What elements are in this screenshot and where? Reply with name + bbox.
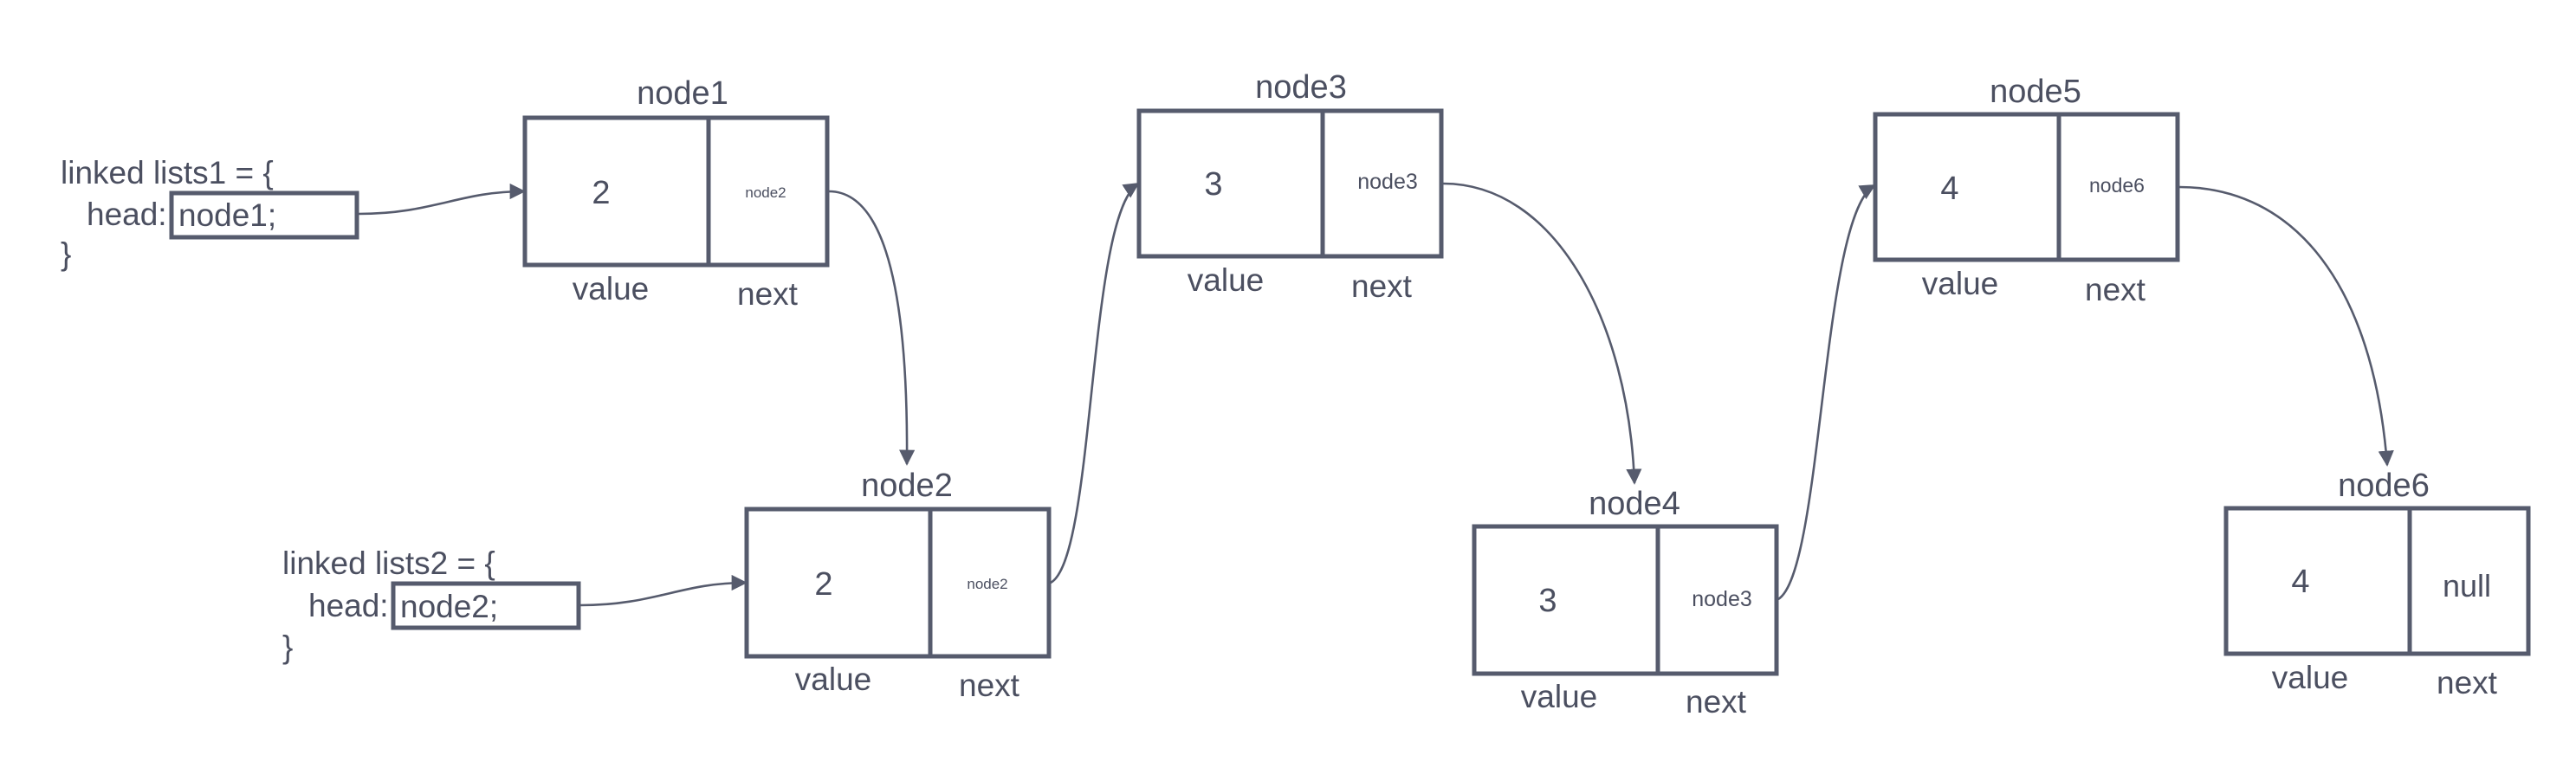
node-4: node4 3 node3 value next xyxy=(1472,486,1779,720)
arrow-node3-to-node4 xyxy=(1442,182,1642,485)
node-4-value-label: value xyxy=(1521,679,1597,714)
node-2-next: node2 xyxy=(967,576,1007,592)
node-4-value-cell xyxy=(1472,524,1660,676)
node-3-next-label: next xyxy=(1351,268,1413,304)
node-2-next-label: next xyxy=(959,668,1020,703)
list2-declaration: linked lists2 = { head: node2; } xyxy=(282,545,581,665)
node-6-next: null xyxy=(2443,568,2491,604)
list1-head-field xyxy=(169,190,359,240)
node-6-next-label: next xyxy=(2437,665,2498,700)
list1-head-key: head: xyxy=(87,197,167,232)
node-4-value: 3 xyxy=(1538,583,1557,619)
arrow-node4-to-node5 xyxy=(1777,184,1876,601)
node-3-next: node3 xyxy=(1357,170,1418,194)
arrow-node5-to-node6 xyxy=(2178,185,2394,467)
node-5-value-label: value xyxy=(1922,266,1998,301)
node-1-value-cell xyxy=(522,115,711,268)
list2-head-key: head: xyxy=(308,588,389,623)
node-6-title: node6 xyxy=(2338,468,2430,504)
node-3-title: node3 xyxy=(1255,69,1347,106)
node-2: node2 2 node2 value next xyxy=(744,468,1052,703)
node-1-value: 2 xyxy=(592,175,610,211)
node-6-next-cell xyxy=(2407,506,2531,656)
node-5-value: 4 xyxy=(1940,171,1958,207)
node-5-next-cell xyxy=(2056,112,2180,262)
node-1-next-cell xyxy=(706,115,830,268)
node-4-next: node3 xyxy=(1692,587,1752,611)
node-5-next: node6 xyxy=(2089,174,2145,197)
node-1-title: node1 xyxy=(637,75,728,112)
node-4-title: node4 xyxy=(1589,486,1680,522)
node-3-value-cell xyxy=(1136,108,1325,259)
node-2-title: node2 xyxy=(861,468,953,504)
node-3-next-cell xyxy=(1320,108,1444,259)
node-5-next-label: next xyxy=(2085,272,2146,307)
arrow-node2-to-node3 xyxy=(1050,182,1140,584)
list2-close-brace: } xyxy=(282,629,293,665)
node-2-value-label: value xyxy=(795,662,871,697)
node-1-next-label: next xyxy=(737,276,799,312)
node-6: node6 4 null value next xyxy=(2223,468,2531,700)
list1-close-brace: } xyxy=(61,236,71,272)
node-3: node3 3 node3 value next xyxy=(1136,69,1444,304)
list2-open-line: linked lists2 = { xyxy=(282,545,495,581)
node-5-title: node5 xyxy=(1990,74,2081,110)
node-3-value-label: value xyxy=(1188,262,1264,298)
node-6-value: 4 xyxy=(2291,564,2309,600)
arrow-node1-to-node2 xyxy=(828,190,916,466)
list1-open-line: linked lists1 = { xyxy=(61,155,274,190)
node-3-value: 3 xyxy=(1204,166,1222,203)
arrow-list2-to-node2 xyxy=(579,574,748,607)
node-5: node5 4 node6 value next xyxy=(1873,74,2180,307)
list1-head-value: node1; xyxy=(178,197,276,233)
node-4-next-cell xyxy=(1655,524,1779,676)
node-5-value-cell xyxy=(1873,112,2061,262)
node-2-next-cell xyxy=(928,507,1052,659)
arrow-list1-to-node1 xyxy=(358,183,526,216)
node-2-value: 2 xyxy=(814,566,832,603)
node-1-next: node2 xyxy=(745,184,786,201)
node-2-value-cell xyxy=(744,507,933,659)
list2-head-value: node2; xyxy=(400,589,498,624)
node-1: node1 2 node2 value next xyxy=(522,75,830,312)
node-6-value-label: value xyxy=(2272,660,2348,695)
list1-declaration: linked lists1 = { head: node1; } xyxy=(61,155,359,272)
node-4-next-label: next xyxy=(1686,684,1747,720)
node-1-value-label: value xyxy=(573,271,649,307)
node-6-value-cell xyxy=(2223,506,2412,656)
pointer-arrows xyxy=(358,182,2394,607)
list2-head-field xyxy=(391,581,581,630)
